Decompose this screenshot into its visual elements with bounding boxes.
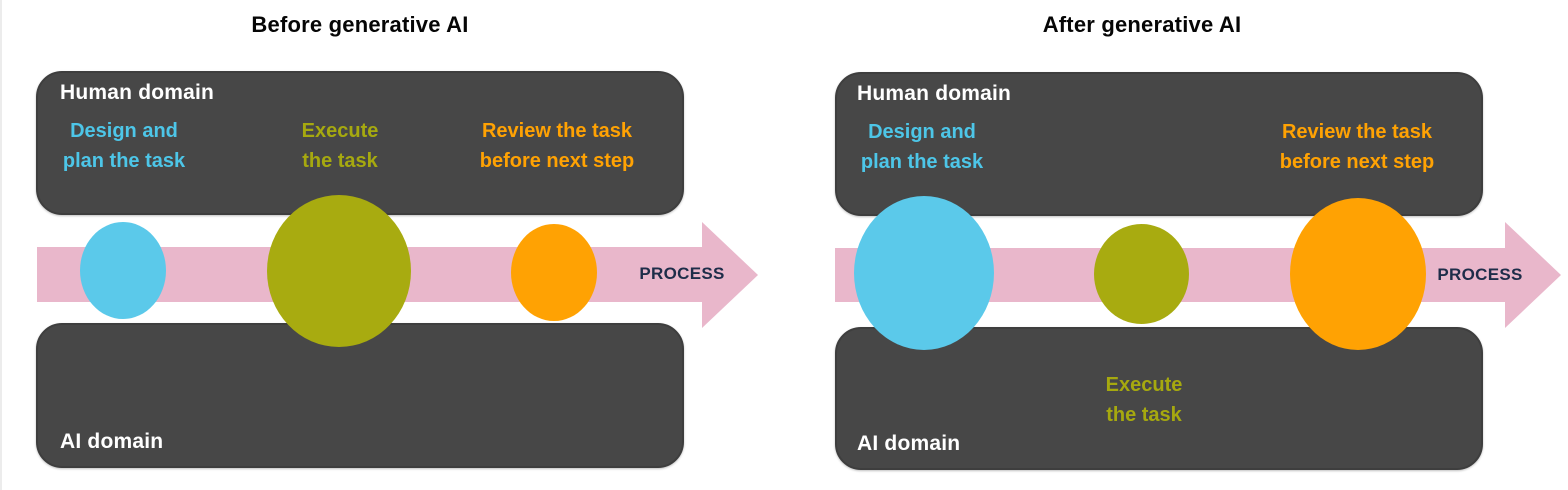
panel-before-title: Before generative AI	[251, 12, 469, 37]
process-label: PROCESS	[1437, 265, 1523, 284]
step-label-execute: Execute the task	[1105, 374, 1183, 426]
step-label-execute: Execute the task	[301, 120, 379, 172]
circle-review	[511, 224, 597, 321]
ai-domain-box	[835, 327, 1483, 470]
step-label-review: Review the task before next step	[479, 120, 635, 172]
process-label: PROCESS	[639, 264, 725, 283]
circle-execute	[267, 195, 411, 347]
ai-domain-label: AI domain	[60, 430, 164, 453]
process-arrow-head	[1505, 222, 1561, 328]
human-domain-box	[36, 71, 684, 215]
ai-domain-box	[36, 323, 684, 468]
step-label-design: Design and plan the task	[860, 121, 984, 173]
panel-before: Before generative AI Human domain Design…	[2, 0, 786, 490]
step-label-review: Review the task before next step	[1279, 121, 1435, 173]
circle-design	[80, 222, 166, 319]
panel-after-title: After generative AI	[1042, 12, 1242, 37]
step-label-design: Design and plan the task	[62, 120, 186, 172]
circle-design	[854, 196, 994, 350]
ai-domain-label: AI domain	[857, 432, 961, 455]
human-domain-label: Human domain	[60, 81, 215, 104]
human-domain-label: Human domain	[857, 82, 1012, 105]
circle-review	[1290, 198, 1426, 350]
human-domain-box	[835, 72, 1483, 216]
process-arrow-head	[702, 222, 758, 328]
circle-execute	[1094, 224, 1189, 324]
panel-after: After generative AI Human domain Design …	[786, 0, 1568, 490]
